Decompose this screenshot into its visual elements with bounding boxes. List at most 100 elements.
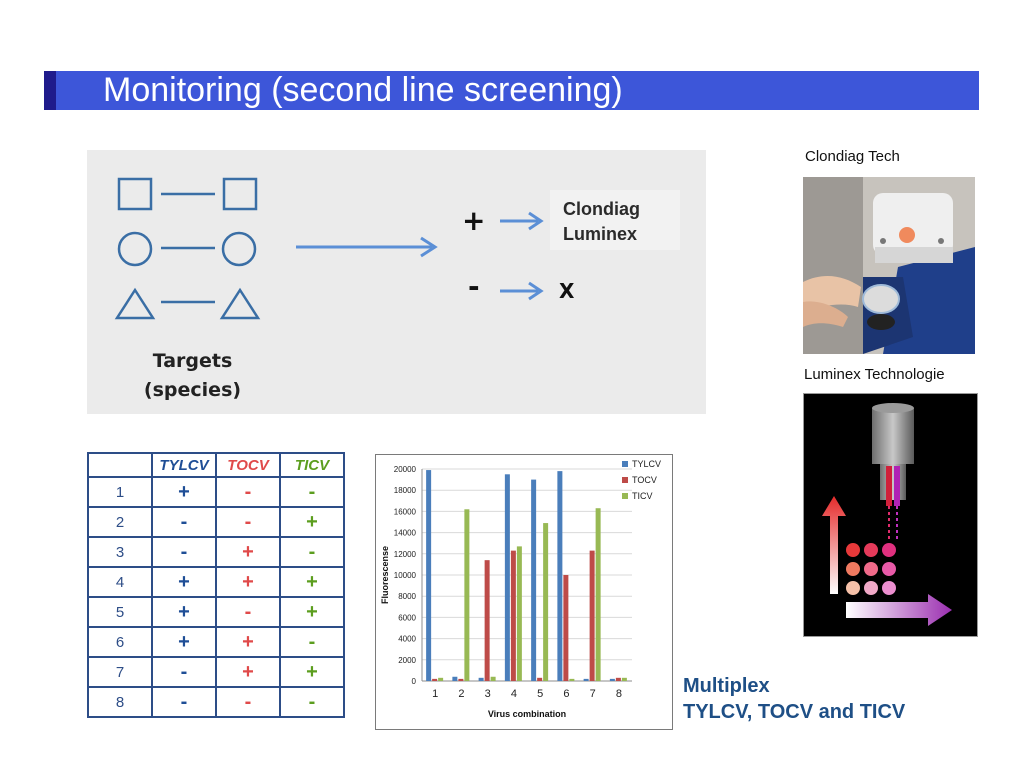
fluorescence-bar-chart: 0200040006000800010000120001400016000180… xyxy=(380,459,661,719)
title-accent-gap xyxy=(56,71,64,110)
cell-tylcv: + xyxy=(151,476,217,508)
x-tick-label: 6 xyxy=(563,688,569,700)
bar-ticv xyxy=(595,508,601,681)
slide-title: Monitoring (second line screening) xyxy=(103,71,623,109)
x-tick-label: 7 xyxy=(590,688,596,700)
bar-tocv xyxy=(537,677,543,681)
x-tick-label: 1 xyxy=(432,688,438,700)
bar-ticv xyxy=(464,509,470,681)
bar-ticv xyxy=(516,546,522,681)
legend-label-tylcv: TYLCV xyxy=(632,459,661,469)
negative-arrow-head xyxy=(528,281,544,301)
table-row: 5+-+ xyxy=(87,596,345,628)
row-number: 1 xyxy=(87,476,153,508)
luminex-diagram xyxy=(822,403,952,626)
negative-sign: - xyxy=(468,270,480,303)
main-arrow-head xyxy=(420,236,438,258)
multiplex-caption-line1: Multiplex xyxy=(683,675,770,697)
table-header-row: TYLCV TOCV TICV xyxy=(87,452,345,478)
bar-tylcv xyxy=(583,678,589,681)
cell-tylcv: + xyxy=(151,626,217,658)
table-row: 1+-- xyxy=(87,476,345,508)
table-header-ticv: TICV xyxy=(279,452,345,478)
x-tick-label: 5 xyxy=(537,688,543,700)
row-number: 3 xyxy=(87,536,153,568)
y-tick-label: 14000 xyxy=(394,529,417,538)
row-number: 5 xyxy=(87,596,153,628)
table-row: 8--- xyxy=(87,686,345,718)
table-row: 4+++ xyxy=(87,566,345,598)
clondiag-label: Clondiag Tech xyxy=(805,148,900,165)
bar-tocv xyxy=(563,575,569,681)
table-row: 2--+ xyxy=(87,506,345,538)
square-left-icon xyxy=(117,177,153,211)
y-tick-label: 2000 xyxy=(398,656,416,665)
bar-ticv xyxy=(438,677,444,681)
bar-tylcv xyxy=(531,479,537,681)
y-axis-label: Fluorescense xyxy=(380,546,390,604)
circle-right-icon xyxy=(221,231,257,267)
y-tick-label: 10000 xyxy=(394,571,417,580)
bar-ticv xyxy=(490,676,496,681)
virus-combination-table: TYLCV TOCV TICV 1+--2--+3-+-4+++5+-+6++-… xyxy=(87,452,345,718)
row-number: 6 xyxy=(87,626,153,658)
cell-ticv: + xyxy=(279,656,345,688)
targets-line2: (species) xyxy=(143,379,242,401)
positive-sign: + xyxy=(462,204,486,237)
triangle-left-icon xyxy=(114,287,156,320)
y-tick-label: 0 xyxy=(412,677,417,686)
cell-tocv: + xyxy=(215,656,281,688)
bar-tylcv xyxy=(504,474,510,681)
cell-tylcv: - xyxy=(151,686,217,718)
luminex-label: Luminex Technologie xyxy=(804,366,945,383)
bar-tocv xyxy=(458,678,464,681)
cell-tocv: + xyxy=(215,566,281,598)
bar-tylcv xyxy=(557,471,563,681)
y-tick-label: 18000 xyxy=(394,486,417,495)
bar-tocv xyxy=(484,560,490,681)
targets-label: Targets (species) xyxy=(130,347,255,405)
table-row: 3-+- xyxy=(87,536,345,568)
positive-result-box xyxy=(550,190,680,250)
bar-tylcv xyxy=(609,678,615,681)
cell-ticv: + xyxy=(279,596,345,628)
y-tick-label: 6000 xyxy=(398,613,416,622)
cell-ticv: - xyxy=(279,476,345,508)
triangle-right-icon xyxy=(219,287,261,320)
cell-tylcv: + xyxy=(151,566,217,598)
table-header-tocv: TOCV xyxy=(215,452,281,478)
cell-tocv: - xyxy=(215,506,281,538)
y-tick-label: 8000 xyxy=(398,592,416,601)
negative-result: X xyxy=(559,279,575,303)
cell-ticv: - xyxy=(279,536,345,568)
bar-ticv xyxy=(621,677,627,681)
positive-result-text: Clondiag Luminex xyxy=(563,197,640,247)
legend-label-tocv: TOCV xyxy=(632,475,657,485)
cell-tylcv: - xyxy=(151,506,217,538)
bar-ticv xyxy=(569,678,575,681)
cell-tocv: - xyxy=(215,596,281,628)
y-tick-label: 12000 xyxy=(394,550,417,559)
cell-ticv: - xyxy=(279,626,345,658)
table-row: 6++- xyxy=(87,626,345,658)
positive-result-line2: Luminex xyxy=(563,224,638,244)
bar-tylcv xyxy=(452,676,458,681)
square-right-icon xyxy=(222,177,258,211)
bar-tocv xyxy=(510,550,516,681)
legend-label-ticv: TICV xyxy=(632,491,653,501)
multiplex-caption: Multiplex TYLCV, TOCV and TICV xyxy=(683,673,905,725)
positive-result-line1: Clondiag xyxy=(563,199,640,219)
bar-ticv xyxy=(543,523,549,681)
cell-tocv: + xyxy=(215,626,281,658)
y-tick-label: 20000 xyxy=(394,465,417,474)
cell-ticv: - xyxy=(279,686,345,718)
diagram-shapes xyxy=(114,177,544,320)
cell-tocv: - xyxy=(215,686,281,718)
y-tick-label: 16000 xyxy=(394,507,417,516)
table-header-blank xyxy=(87,452,153,478)
positive-arrow-head xyxy=(528,211,544,231)
cell-tylcv: - xyxy=(151,536,217,568)
circle-left-icon xyxy=(117,231,153,267)
multiplex-caption-line2: TYLCV, TOCV and TICV xyxy=(683,701,906,723)
